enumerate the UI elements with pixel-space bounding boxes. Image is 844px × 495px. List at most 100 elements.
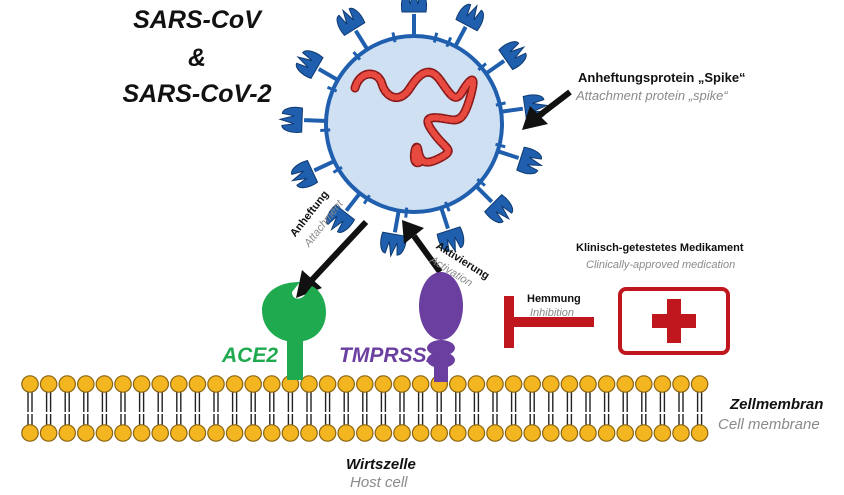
lipid-head-outer [523, 375, 541, 393]
medication-box [618, 287, 730, 355]
lipid-head-outer [672, 375, 690, 393]
inhibition-label-en: Inhibition [530, 307, 575, 319]
lipid-head-inner [337, 424, 355, 442]
medication-label-de: Klinisch-getestetes Medikament [576, 242, 744, 254]
lipid-head-outer [21, 375, 39, 393]
spike-crown [336, 7, 366, 37]
lipid-head-inner [653, 424, 672, 442]
lipid-head-inner [188, 424, 207, 442]
lipid-head-outer [58, 375, 76, 393]
spike-crown [290, 159, 319, 189]
spike-crown [380, 231, 407, 258]
lipid-head-outer [541, 375, 560, 393]
spike-crown [401, 0, 427, 13]
envelope-protein [432, 32, 439, 43]
spike-stalk [317, 67, 341, 83]
virus-spikes [278, 0, 549, 258]
envelope-protein [477, 62, 487, 72]
lipid-head-outer [616, 375, 634, 393]
spike-label-de: Anheftungsprotein „Spike“ [578, 70, 746, 85]
lipid-head-inner [281, 424, 300, 442]
virus-title-line-3: SARS-CoV-2 [122, 80, 272, 108]
spike-crown [484, 194, 514, 224]
envelope-protein [495, 142, 506, 149]
spike-stalk [354, 29, 371, 53]
lipid-head-inner [486, 424, 504, 442]
lipid-head-inner [77, 424, 95, 442]
virus-envelope [324, 34, 504, 214]
lipid-head-inner [374, 424, 393, 442]
spike-crown [278, 106, 304, 133]
lipid-head-inner [597, 424, 616, 442]
lipid-head-outer [151, 375, 169, 393]
attachment-arrow [296, 219, 369, 298]
spike-stalk [495, 148, 520, 160]
lipid-head-inner [467, 424, 486, 442]
lipid-head-outer [355, 375, 374, 393]
spike-head [326, 204, 356, 233]
virus-envelope-proteins [320, 32, 506, 218]
host-cell-label-en: Host cell [350, 474, 408, 491]
envelope-protein [495, 101, 506, 107]
lipid-head-inner [300, 424, 318, 442]
membrane-label-en: Cell membrane [718, 416, 820, 433]
spike-pointer-arrow [522, 89, 572, 130]
lipid-head-inner [170, 424, 188, 442]
virus-title-line-1: SARS-CoV [133, 6, 261, 34]
envelope-protein [332, 165, 343, 174]
lipid-head-inner [58, 424, 76, 442]
virus-title-line-2: & [187, 44, 207, 72]
membrane-lipid-tails [27, 390, 703, 428]
spike-crown [295, 50, 324, 80]
lipid-head-inner [579, 424, 597, 442]
spike-stalk [498, 106, 524, 115]
lipid-head-inner [634, 424, 653, 442]
lipid-head-outer [653, 375, 672, 393]
spike-head [278, 106, 304, 133]
ace2-label: ACE2 [222, 344, 279, 367]
lipid-head-inner [448, 424, 467, 442]
lipid-head-outer [411, 375, 430, 393]
lipid-head-outer [95, 375, 114, 393]
lipid-head-inner [21, 424, 39, 442]
lipid-head-outer [300, 375, 318, 393]
lipid-head-inner [430, 424, 448, 442]
spike-head [436, 226, 465, 254]
tmprss2-label: TMPRSS2 [339, 344, 439, 367]
lipid-head-outer [39, 375, 58, 393]
lipid-head-outer [448, 375, 467, 393]
spike-head [295, 50, 324, 80]
envelope-protein [444, 201, 451, 212]
lipid-head-outer [262, 375, 281, 393]
spike-head [401, 0, 427, 13]
envelope-protein [391, 32, 397, 43]
envelope-protein [404, 207, 409, 218]
spike-head [484, 194, 514, 224]
lipid-head-outer [579, 375, 597, 393]
membrane-label-de: Zellmembran [730, 396, 824, 413]
spike-head [336, 7, 366, 37]
lipid-head-inner [393, 424, 411, 442]
spike-stalk [483, 59, 506, 77]
lipid-head-outer [467, 375, 486, 393]
spike-crown [455, 3, 484, 32]
lipid-head-inner [225, 424, 244, 442]
envelope-protein [476, 177, 486, 187]
lipid-head-inner [616, 424, 634, 442]
spike-stalk [473, 183, 494, 204]
lipid-head-outer [374, 375, 393, 393]
lipid-head-outer [244, 375, 262, 393]
lipid-head-outer [504, 375, 523, 393]
lipid-head-inner [114, 424, 132, 442]
lipid-head-inner [318, 424, 337, 442]
envelope-protein [352, 51, 362, 61]
lipid-head-outer [77, 375, 95, 393]
spike-label-en: Attachment protein „spike“ [576, 88, 728, 103]
lipid-head-inner [39, 424, 58, 442]
lipid-head-inner [523, 424, 541, 442]
lipid-head-outer [170, 375, 188, 393]
lipid-head-outer [207, 375, 225, 393]
lipid-head-outer [318, 375, 337, 393]
lipid-head-inner [207, 424, 225, 442]
spike-crown [516, 146, 544, 175]
